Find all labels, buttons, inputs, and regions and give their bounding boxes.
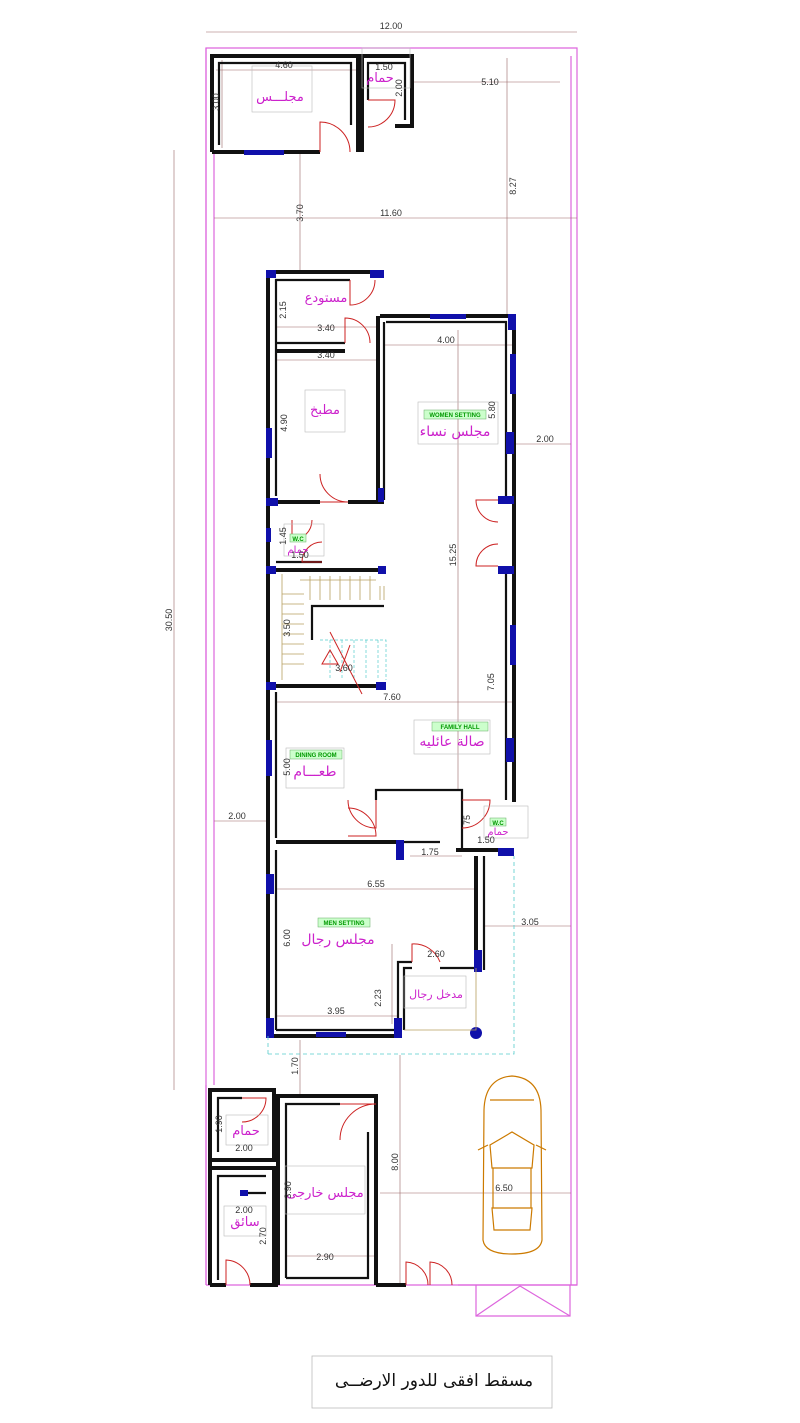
dim-4-00: 4.00 bbox=[437, 335, 455, 345]
plan-title: مسقط افقى للدور الارضــى bbox=[335, 1371, 533, 1391]
dim-3-05: 3.05 bbox=[521, 917, 539, 927]
dim-12-00: 12.00 bbox=[380, 21, 403, 31]
dim-2-00-driver: 2.00 bbox=[235, 1205, 253, 1215]
label-wc-right-ar: حمام bbox=[487, 827, 508, 838]
dim-3-90: 3.90 bbox=[283, 1181, 293, 1199]
label-storage: مستودع bbox=[305, 291, 348, 306]
label-men-setting-en: MEN SETTING bbox=[323, 921, 364, 927]
dim-30-50: 30.50 bbox=[164, 609, 174, 632]
title-block: مسقط افقى للدور الارضــى bbox=[311, 1355, 553, 1409]
dim-2-70: 2.70 bbox=[258, 1227, 268, 1245]
dim-8-00: 8.00 bbox=[390, 1153, 400, 1171]
dim-5-80: 5.80 bbox=[487, 401, 497, 419]
dim-2-23: 2.23 bbox=[373, 989, 383, 1007]
label-wc-small-en: W.C bbox=[292, 537, 304, 543]
dim-2-60: 2.60 bbox=[427, 949, 445, 959]
label-dining-ar: طعـــام bbox=[293, 764, 336, 780]
dim-3-50: 3.50 bbox=[282, 619, 292, 637]
room-labels: مجلـــس حمام مستودع مطبخ WOMEN SETTING م… bbox=[230, 71, 508, 1230]
label-majlis-top: مجلـــس bbox=[256, 90, 304, 105]
label-driver: سائق bbox=[230, 1215, 259, 1230]
dim-1-90: 1.90 bbox=[214, 1115, 224, 1133]
dim-1-50-right: 1.50 bbox=[477, 835, 495, 845]
dim-1-50-wc: 1.50 bbox=[291, 550, 309, 560]
label-outer-majlis: مجلس خارجى bbox=[286, 1186, 364, 1201]
label-kitchen: مطبخ bbox=[310, 403, 340, 418]
staircase bbox=[281, 574, 387, 695]
label-bath-bottom: حمام bbox=[232, 1124, 260, 1139]
dim-2-00-top: 2.00 bbox=[394, 79, 404, 97]
label-family-hall-ar: صالة عائليه bbox=[419, 734, 484, 750]
dim-2-00-bath: 2.00 bbox=[235, 1143, 253, 1153]
dim-4-60: 4.60 bbox=[275, 60, 293, 70]
label-wc-right-en: W.C bbox=[492, 821, 504, 827]
dim-1-70: 1.70 bbox=[290, 1057, 300, 1075]
dim-15-25: 15.25 bbox=[448, 544, 458, 567]
dim-1-45: 1.45 bbox=[278, 527, 288, 545]
dim-5-00: 5.00 bbox=[282, 758, 292, 776]
dim-4-90: 4.90 bbox=[279, 414, 289, 432]
dim-3-70: 3.70 bbox=[295, 204, 305, 222]
label-wc-small-ar: حمام bbox=[287, 545, 308, 556]
dim-3-95: 3.95 bbox=[327, 1006, 345, 1016]
dim-6-50: 6.50 bbox=[495, 1183, 513, 1193]
dim-6-00: 6.00 bbox=[282, 929, 292, 947]
dim-7-05: 7.05 bbox=[486, 673, 496, 691]
label-dining-en: DINING ROOM bbox=[295, 753, 336, 759]
walls bbox=[208, 54, 516, 1287]
dimension-values: 12.00 4.60 3.00 1.50 2.00 5.10 8.27 3.70… bbox=[164, 21, 554, 1262]
dim-6-55: 6.55 bbox=[367, 879, 385, 889]
label-frames bbox=[223, 47, 529, 1237]
label-women-setting-ar: مجلس نساء bbox=[420, 424, 491, 440]
dim-8-27: 8.27 bbox=[508, 177, 518, 195]
dim-2-00-left: 2.00 bbox=[228, 811, 246, 821]
dim-3-40-b: 3.40 bbox=[317, 350, 335, 360]
dimension-lines bbox=[173, 31, 577, 1285]
dim-3-60: 3.60 bbox=[335, 663, 353, 673]
gate-drawing bbox=[475, 1285, 571, 1317]
dim-2-15: 2.15 bbox=[278, 301, 288, 319]
dim-7-60: 7.60 bbox=[383, 692, 401, 702]
dim-2-00-right: 2.00 bbox=[536, 434, 554, 444]
dim-75: 75 bbox=[462, 815, 472, 825]
label-bath-top: حمام bbox=[366, 71, 394, 86]
doors bbox=[225, 99, 499, 1286]
dim-3-40-a: 3.40 bbox=[317, 323, 335, 333]
dim-1-75: 1.75 bbox=[421, 847, 439, 857]
dim-5-10: 5.10 bbox=[481, 77, 499, 87]
dim-1-50-top: 1.50 bbox=[375, 62, 393, 72]
car-drawing bbox=[477, 1075, 547, 1255]
dim-3-00: 3.00 bbox=[211, 93, 221, 111]
covered-area-outline bbox=[267, 856, 515, 1055]
label-men-entry: مدخل رجال bbox=[409, 988, 463, 1001]
label-women-setting-en: WOMEN SETTING bbox=[429, 413, 481, 419]
windows bbox=[240, 150, 516, 1196]
label-men-setting-ar: مجلس رجال bbox=[301, 932, 374, 948]
label-family-hall-en: FAMILY HALL bbox=[440, 725, 479, 731]
dim-11-60: 11.60 bbox=[380, 208, 402, 218]
dim-2-90: 2.90 bbox=[316, 1252, 334, 1262]
